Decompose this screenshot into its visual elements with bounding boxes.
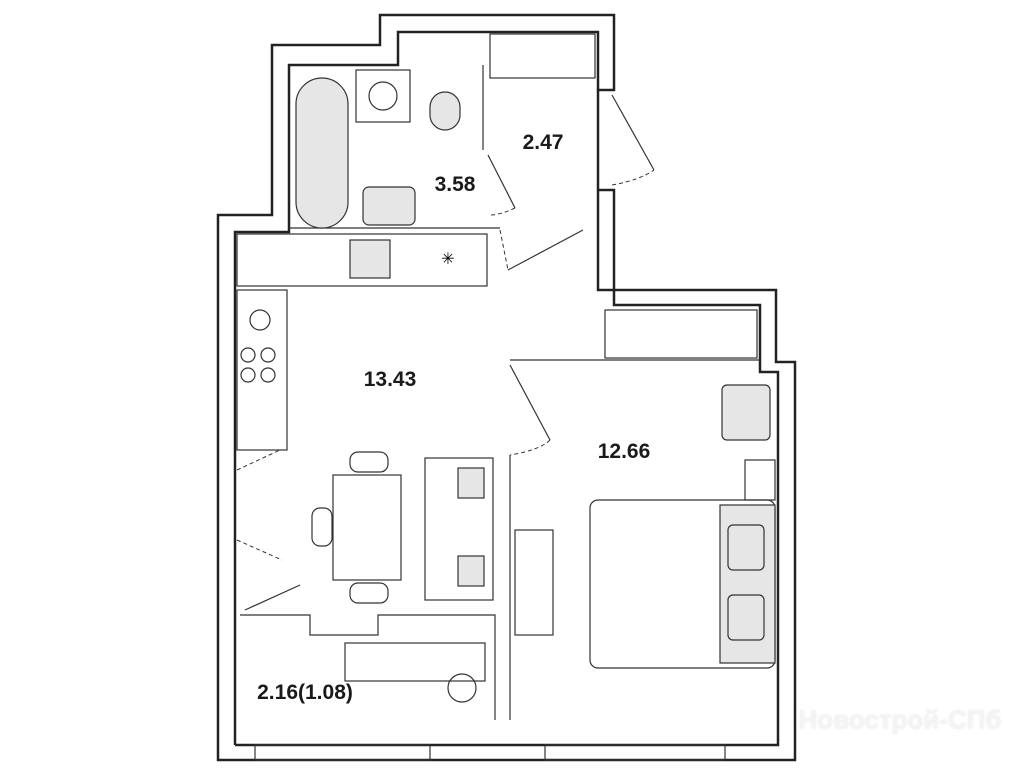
desk <box>514 529 554 636</box>
outer-wall <box>216 13 797 762</box>
burner <box>249 309 271 331</box>
window <box>254 744 431 761</box>
fridge-icon: ✳ <box>441 251 454 268</box>
entrance-door <box>611 94 655 171</box>
bedroom-wardrobe <box>604 309 758 359</box>
wardrobe <box>489 33 596 79</box>
burner <box>240 367 256 383</box>
window-swing <box>236 449 283 561</box>
inner-wall <box>233 30 600 745</box>
pillow <box>727 594 765 641</box>
room-area-balcony: 2.16(1.08) <box>257 681 353 704</box>
toilet <box>429 91 461 131</box>
pillow <box>727 524 765 571</box>
door-swing <box>499 229 509 271</box>
washing-machine-drum <box>368 81 398 111</box>
bathroom-door <box>487 154 516 209</box>
washing-machine <box>355 69 411 123</box>
burner <box>260 367 276 383</box>
balcony-bench <box>344 642 486 682</box>
armchair <box>721 384 771 441</box>
room-area-bathroom: 3.58 <box>434 173 476 196</box>
balcony-wall <box>240 614 496 720</box>
balcony-table <box>447 673 477 703</box>
chair <box>349 582 389 604</box>
room-area-bedroom: 12.66 <box>597 440 651 463</box>
door-swing <box>509 439 551 456</box>
kitchen-counter <box>236 233 488 287</box>
kitchen-sink <box>349 239 391 279</box>
nightstand <box>744 459 776 501</box>
balcony-door <box>244 584 301 611</box>
dining-table <box>332 474 402 581</box>
inner-wall-right <box>235 188 780 747</box>
stove-counter <box>236 289 288 451</box>
chair <box>349 451 389 473</box>
watermark: Новострой-СПб <box>798 704 1002 735</box>
chair <box>311 507 333 547</box>
hall-door <box>507 229 584 271</box>
room-area-kitchen-living: 13.43 <box>363 368 417 391</box>
bedroom-door <box>509 364 551 441</box>
bathtub <box>295 77 349 229</box>
burner <box>260 347 276 363</box>
room-area-hallway: 2.47 <box>522 131 564 154</box>
cushion <box>457 555 485 587</box>
burner <box>240 347 256 363</box>
door-swing <box>489 207 516 216</box>
sofa <box>424 457 494 601</box>
cushion <box>457 467 485 499</box>
window <box>544 744 726 761</box>
bed-headboard <box>719 504 776 664</box>
door-swing <box>611 169 655 186</box>
sink <box>362 186 416 226</box>
